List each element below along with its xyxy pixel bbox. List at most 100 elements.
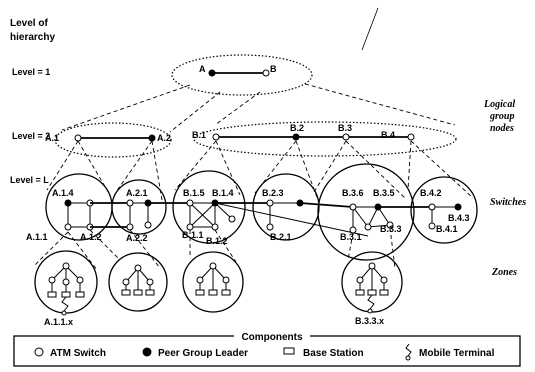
z4-switch-top [368,262,376,270]
z4-mobile-terminal-link [367,294,375,310]
label-B2: B.2 [290,123,304,133]
label-B33: B.3.3 [380,224,402,234]
z3-switch-top [209,262,217,270]
label-B36: B.3.6 [342,188,364,198]
legend-peer-group-leader-label: Peer Group Leader [158,348,248,359]
switch-B12 [211,223,219,231]
z1-base-station-2 [61,291,71,298]
label-B3: B.3 [338,123,352,133]
label-B35: B.3.5 [373,188,395,198]
b3-link-5 [352,206,369,228]
z2-switch-left [122,278,130,286]
z4-switch-left [356,276,364,284]
zone-2 [108,252,168,312]
z4-base-station-2 [367,289,377,296]
switch-group-B2 [252,173,320,241]
label-B11: B.1.1 [182,230,204,240]
z2-switch-top [134,264,142,272]
proj-l1-l2-a [61,84,191,131]
legend-base-station-label: Base Station [303,348,364,359]
switch-group-B3 [317,163,415,261]
level-1-label: Level = 1 [12,67,50,77]
proj-zone1-b [67,231,98,271]
switch-B43 [454,203,462,211]
switch-A11 [64,223,72,231]
proj-b3-left [313,140,347,193]
z2-base-station-3 [145,289,155,296]
label-B31: B.3.1 [340,232,362,242]
z1-base-station-3 [75,291,85,298]
legend-title: Components [241,332,303,343]
label-B41: B.4.1 [436,224,458,234]
legend-atm-switch-label: ATM Switch [50,348,106,359]
switch-B36 [349,203,357,211]
z1-mobile-terminal-link [61,296,69,312]
node-A1 [74,134,82,142]
zones-label: Zones [491,267,517,278]
proj-a1-left [46,140,79,191]
node-A2 [148,134,156,142]
z4-switch-right [380,276,388,284]
zone-3 [182,251,244,313]
b3-link-3 [367,206,379,228]
link-B1-B3-long [214,202,369,237]
level-2-label: Level = 2 [12,131,50,141]
group-B-level2 [193,121,457,157]
z3-switch-left [196,276,204,284]
switch-group-A2 [111,179,167,235]
switch-B21 [266,223,274,231]
label-B: B [270,64,277,74]
label-A: A [199,64,206,74]
node-B3 [342,133,350,141]
proj-zone3-b [214,229,237,263]
label-B14: B.1.4 [212,188,234,198]
node-B2 [292,133,300,141]
level-l-label: Level = L [10,175,49,185]
hierarchy-title-line1: Level of [10,18,48,29]
label-B15: B.1.5 [183,188,205,198]
logical-group-label-line2: group [489,111,514,122]
atm-switch-icon [34,347,44,357]
switches-label: Switches [490,197,526,208]
proj-zone2-b [129,229,161,269]
label-A1: A.1 [45,133,59,143]
switch-A14 [64,199,72,207]
label-B42: B.4.2 [420,188,442,198]
base-station-icon [283,347,295,355]
proj-b1-left [174,140,217,191]
link-B2-B3 [299,202,354,208]
logical-group-label-line3: nodes [490,123,514,134]
proj-zone4-a [347,232,354,261]
z1-switch-top [62,262,70,270]
switch-B32 [364,223,372,231]
level1-group [171,54,313,96]
node-A [208,69,216,77]
proj-zone1-a [34,231,69,266]
proj-b4-right [410,140,474,199]
z4-mobile-terminal [367,308,373,314]
switch-B15 [186,199,194,207]
proj-b4-left [407,140,412,191]
switch-A22 [126,223,134,231]
z4-base-station-3 [379,289,389,296]
switch-group-A1 [45,173,113,241]
label-A2: A.2 [157,133,171,143]
label-B1: B.1 [192,130,206,140]
legend-title-bg [234,330,310,342]
z1-mobile-terminal [61,310,67,316]
b1-link-7 [214,202,233,220]
label-B12: B.1.2 [206,236,228,246]
node-B [262,69,270,77]
label-B4: B.4 [381,130,395,140]
group-A-level2 [54,122,172,158]
b3-link-6 [367,224,391,228]
z1-switch-left [48,276,56,284]
node-B1 [212,133,220,141]
proj-a2-left [115,140,153,193]
z1-base-station-1 [47,291,57,298]
legend-mobile-terminal-label: Mobile Terminal [419,348,495,359]
label-B23: B.2.3 [262,188,284,198]
mobile-terminal-icon [405,343,412,357]
switch-A21 [126,199,134,207]
